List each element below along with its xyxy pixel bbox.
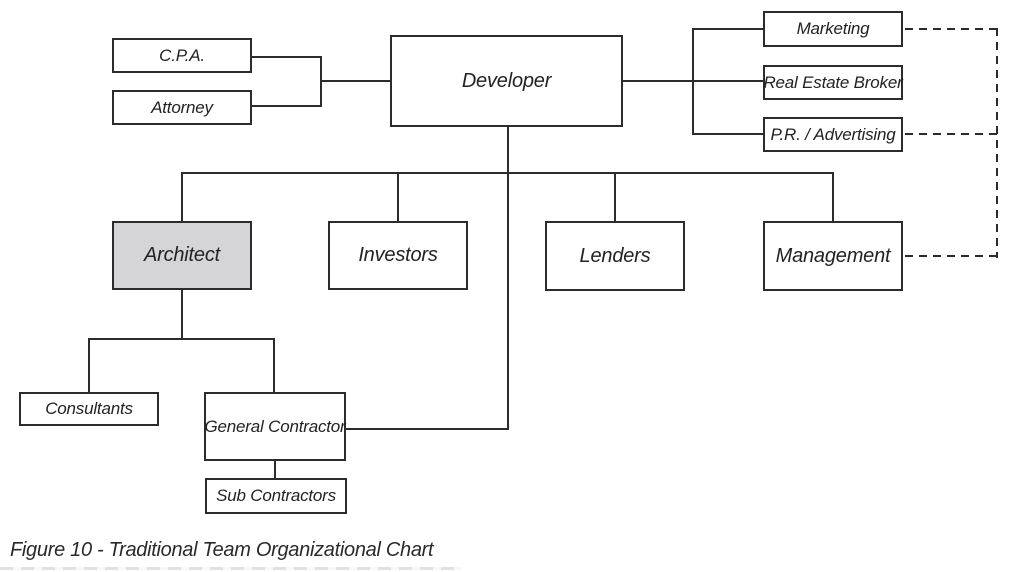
node-general-contractor-label: General Contractor — [204, 416, 346, 436]
connector-general-contractor-to-main — [344, 428, 509, 430]
dashed-connector-right-vertical — [996, 28, 998, 258]
node-real-estate-broker: Real Estate Broker — [763, 65, 903, 100]
node-marketing: Marketing — [763, 11, 903, 47]
connector-developer-main-vertical — [507, 125, 509, 430]
node-consultants: Consultants — [19, 392, 159, 426]
cropped-text-artifact — [0, 567, 462, 570]
node-sub-contractors-label: Sub Contractors — [216, 486, 336, 505]
node-investors-label: Investors — [358, 244, 438, 266]
connector-row2-bus — [181, 172, 834, 174]
connector-consultants-drop — [88, 338, 90, 394]
connector-investors-drop — [397, 172, 399, 223]
node-developer-label: Developer — [461, 69, 552, 92]
connector-attorney-stub — [250, 105, 322, 107]
connector-general-contractor-drop — [273, 338, 275, 394]
dashed-connector-management — [905, 255, 998, 257]
connector-management-drop — [832, 172, 834, 223]
connector-architect-sub-bus — [88, 338, 275, 340]
connector-cpa-stub — [250, 56, 322, 58]
connector-pr-stub — [692, 133, 763, 135]
dashed-connector-marketing — [905, 28, 998, 30]
connector-architect-drop — [181, 172, 183, 223]
connector-lenders-drop — [614, 172, 616, 223]
node-architect: Architect — [112, 221, 252, 290]
dashed-connector-pr-advertising — [905, 133, 998, 135]
node-attorney-label: Attorney — [151, 97, 213, 117]
node-lenders-label: Lenders — [579, 244, 651, 267]
node-pr-advertising-label: P.R. / Advertising — [770, 124, 896, 144]
node-investors: Investors — [328, 221, 468, 290]
connector-right-bracket — [692, 28, 694, 135]
node-general-contractor: General Contractor — [204, 392, 346, 461]
node-management: Management — [763, 221, 903, 291]
node-sub-contractors: Sub Contractors — [205, 478, 347, 514]
node-cpa: C.P.A. — [112, 38, 252, 73]
node-management-label: Management — [775, 244, 891, 267]
figure-caption: Figure 10 - Traditional Team Organizatio… — [10, 539, 434, 561]
connector-marketing-stub — [692, 28, 763, 30]
node-consultants-label: Consultants — [45, 399, 133, 418]
node-attorney: Attorney — [112, 90, 252, 125]
node-cpa-label: C.P.A. — [159, 45, 205, 65]
connector-architect-bottom — [181, 288, 183, 340]
node-developer: Developer — [390, 35, 623, 127]
connector-bracket-to-developer — [320, 80, 391, 82]
node-lenders: Lenders — [545, 221, 685, 291]
node-architect-label: Architect — [143, 244, 220, 266]
node-pr-advertising: P.R. / Advertising — [763, 117, 903, 152]
node-real-estate-broker-label: Real Estate Broker — [763, 72, 903, 92]
node-marketing-label: Marketing — [796, 19, 870, 38]
connector-gc-to-subcontractors — [274, 459, 276, 480]
